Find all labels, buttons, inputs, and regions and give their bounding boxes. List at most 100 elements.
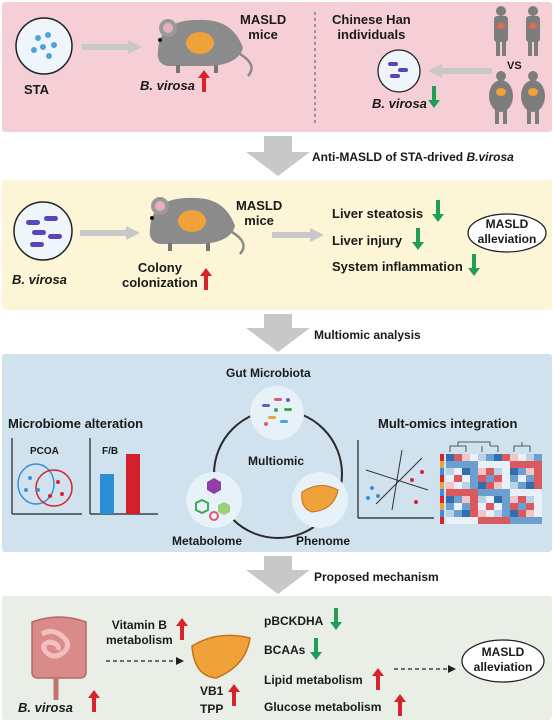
heatmap-cell bbox=[494, 454, 502, 461]
vb1-up-arrow-icon bbox=[228, 684, 240, 706]
panel2-mouse-label: MASLD mice bbox=[236, 198, 283, 228]
outcome-liver-steatosis: Liver steatosis bbox=[332, 206, 424, 221]
heatmap-cell bbox=[510, 454, 518, 461]
sta-to-mouse-arrow bbox=[82, 40, 142, 54]
heatmap-cell bbox=[534, 482, 542, 489]
transition-arrow-1 bbox=[246, 136, 310, 176]
heatmap-cell bbox=[518, 482, 526, 489]
heatmap-cell bbox=[462, 510, 470, 517]
heatmap-cell bbox=[446, 489, 454, 496]
heatmap-cell bbox=[518, 461, 526, 468]
heatmap-cell bbox=[494, 482, 502, 489]
heatmap-cell bbox=[470, 461, 478, 468]
change-glucose-metabolism: Glucose metabolism bbox=[264, 700, 382, 714]
heatmap-cell bbox=[478, 475, 486, 482]
integration-title: Mult-omics integration bbox=[378, 416, 518, 431]
change-lipid-metabolism: Lipid metabolism bbox=[264, 673, 363, 687]
outcome-system-inflammation: System inflammation bbox=[332, 259, 463, 274]
heatmap-cell bbox=[486, 482, 494, 489]
heatmap-cell bbox=[534, 475, 542, 482]
heatmap-cell bbox=[518, 454, 526, 461]
microbiome-title: Microbiome alteration bbox=[8, 416, 144, 431]
panel4-result-label: MASLD alleviation bbox=[473, 645, 533, 674]
bvirosa-up-arrow-icon bbox=[88, 690, 100, 712]
panel-sta-bvirosa bbox=[2, 2, 552, 132]
heatmap-cell bbox=[486, 468, 494, 475]
mouse-icon-2 bbox=[149, 197, 245, 255]
heatmap-cell bbox=[446, 503, 454, 510]
colony-label: Colony colonization bbox=[122, 260, 198, 290]
heatmap-cell bbox=[526, 517, 534, 524]
steatosis-down-arrow-icon bbox=[432, 200, 444, 222]
change-bcaas: BCAAs bbox=[264, 643, 306, 657]
heatmap-cell bbox=[518, 468, 526, 475]
sta-dish-icon bbox=[15, 17, 73, 75]
tpp-label: TPP bbox=[200, 702, 224, 716]
heatmap-cell bbox=[518, 503, 526, 510]
heatmap-cell bbox=[518, 517, 526, 524]
separator-line bbox=[314, 12, 316, 126]
heatmap-cell bbox=[470, 517, 478, 524]
heatmap-cell bbox=[502, 510, 510, 517]
heatmap-cell bbox=[510, 510, 518, 517]
integration-scatter bbox=[357, 440, 434, 519]
heatmap-cell bbox=[478, 496, 486, 503]
phenome-label: Phenome bbox=[296, 534, 351, 548]
heatmap-cell bbox=[502, 503, 510, 510]
heatmap-cell bbox=[518, 496, 526, 503]
heatmap-cell bbox=[526, 489, 534, 496]
heatmap-cell bbox=[454, 461, 462, 468]
heatmap-cell bbox=[486, 475, 494, 482]
heatmap-cell bbox=[470, 475, 478, 482]
heatmap-cell bbox=[462, 489, 470, 496]
vb1-label: VB1 bbox=[200, 684, 224, 698]
heatmap-cell bbox=[454, 454, 462, 461]
heatmap-cell bbox=[534, 489, 542, 496]
heatmap-cell bbox=[502, 517, 510, 524]
vitamin-up-arrow-icon bbox=[176, 618, 188, 640]
heatmap-cell bbox=[518, 475, 526, 482]
transition-arrow-2 bbox=[246, 314, 310, 352]
transition-1-label: Anti-MASLD of STA-drived B.virosa bbox=[312, 150, 514, 164]
heatmap-cell bbox=[494, 468, 502, 475]
heatmap-cell bbox=[502, 482, 510, 489]
heatmap-cell bbox=[502, 489, 510, 496]
fb-bar-plot bbox=[89, 438, 158, 515]
heatmap-cell bbox=[486, 461, 494, 468]
bvirosa-dish-large-icon bbox=[13, 201, 73, 261]
metabolome-label: Metabolome bbox=[172, 534, 243, 548]
heatmap-cell bbox=[446, 454, 454, 461]
heatmap-cell bbox=[526, 475, 534, 482]
heatmap-cell bbox=[486, 503, 494, 510]
heatmap-cell bbox=[534, 461, 542, 468]
heatmap-cell bbox=[478, 517, 486, 524]
up-arrow-icon bbox=[198, 70, 210, 92]
sta-label: STA bbox=[24, 82, 50, 97]
heatmap-row-annotation bbox=[440, 454, 444, 461]
gut-microbiota-label: Gut Microbiota bbox=[226, 366, 311, 380]
integration-heatmap bbox=[440, 441, 542, 524]
alleviation-oval bbox=[467, 213, 547, 253]
heatmap-cell bbox=[462, 482, 470, 489]
fb-label: F/B bbox=[102, 446, 119, 457]
multiomic-label: Multiomic bbox=[248, 454, 304, 468]
heatmap-cell bbox=[502, 454, 510, 461]
pcoa-plot bbox=[11, 438, 82, 515]
heatmap-cell bbox=[454, 475, 462, 482]
heatmap-cell bbox=[446, 482, 454, 489]
heatmap-cell bbox=[478, 454, 486, 461]
panel-colonization bbox=[2, 180, 552, 310]
heatmap-cell bbox=[470, 468, 478, 475]
heatmap-cell bbox=[494, 510, 502, 517]
heatmap-cell bbox=[526, 510, 534, 517]
vs-label: VS bbox=[507, 60, 522, 72]
heatmap-cell bbox=[446, 510, 454, 517]
pcoa-label: PCOA bbox=[30, 446, 59, 457]
cohort-bvirosa-label: B. virosa bbox=[372, 96, 427, 111]
heatmap-cell bbox=[502, 475, 510, 482]
heatmap-cell bbox=[478, 468, 486, 475]
heatmap-cell bbox=[534, 510, 542, 517]
heatmap-cell bbox=[462, 496, 470, 503]
heatmap-cell bbox=[526, 503, 534, 510]
heatmap-cell bbox=[462, 461, 470, 468]
